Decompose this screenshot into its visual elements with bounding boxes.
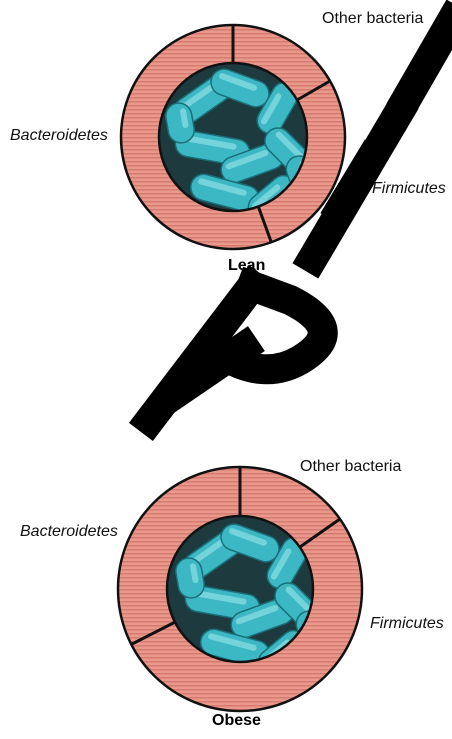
obese-other-bacteria-label: Other bacteria — [300, 458, 401, 476]
lean-firmicutes-label: Firmicutes — [372, 180, 446, 198]
obese-firmicutes-label: Firmicutes — [370, 615, 444, 633]
lean-bacteroidetes-label: Bacteroidetes — [10, 127, 108, 145]
lean-diagram — [121, 25, 345, 249]
lean-other-bacteria-label: Other bacteria — [322, 10, 423, 28]
obese-bacteroidetes-label: Bacteroidetes — [20, 523, 118, 541]
lean-caption: Lean — [228, 257, 265, 275]
obese-caption: Obese — [212, 712, 261, 730]
obese-diagram — [118, 467, 362, 711]
